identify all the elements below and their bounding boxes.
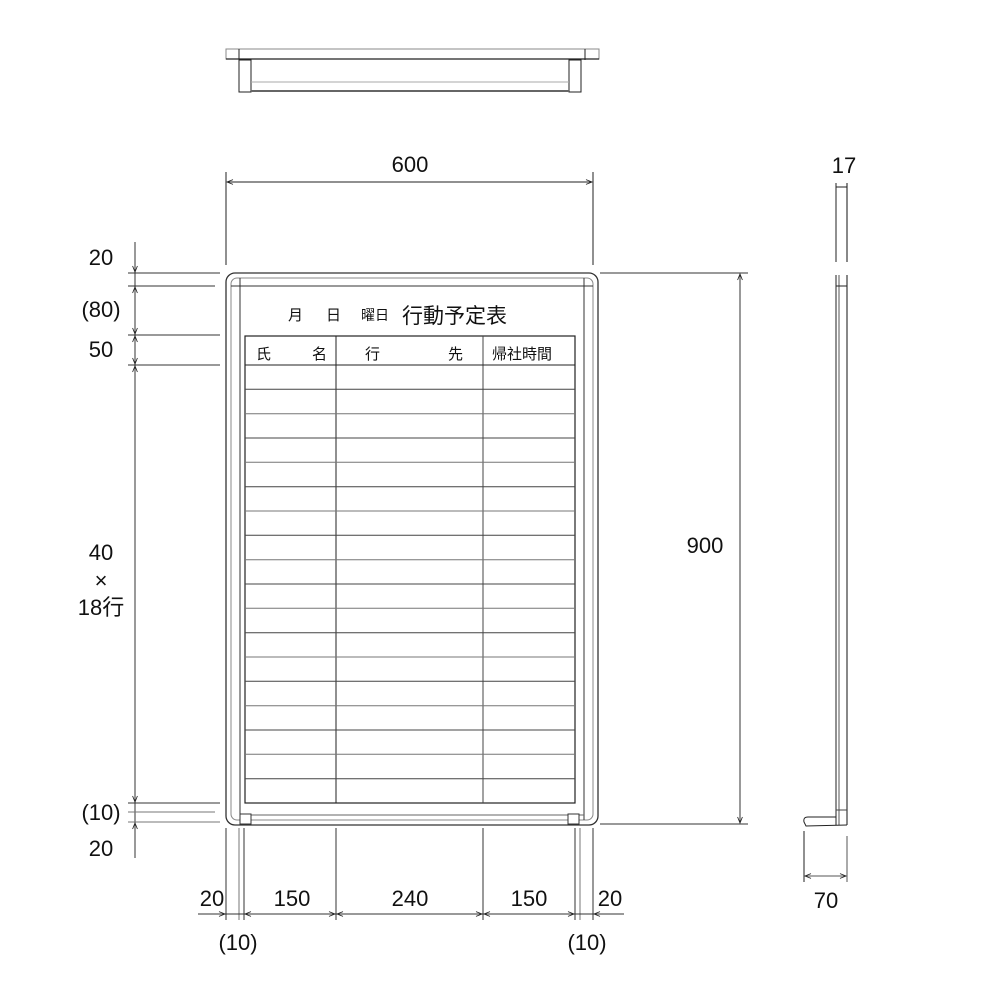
dim-left-2: (80): [81, 297, 121, 322]
col-name-a: 氏: [256, 345, 272, 363]
dim-width-label: 600: [391, 152, 429, 177]
dim-left-4b: ×: [94, 568, 108, 593]
table-rows: [245, 388, 575, 780]
dim-side-top-label: 17: [831, 153, 857, 178]
title-day: 日: [326, 306, 342, 324]
dim-bottom: [198, 828, 624, 920]
dim-height: [600, 272, 748, 825]
dim-width: [225, 172, 594, 265]
dim-bottom-left-inner: (10): [218, 930, 258, 955]
col-return-time: 帰社時間: [492, 345, 553, 363]
dim-left: [128, 242, 220, 858]
col-dest-b: 先: [448, 345, 464, 363]
dim-left-6: 20: [88, 836, 114, 861]
dim-side-bottom-label: 70: [813, 888, 839, 913]
top-view: [225, 48, 600, 93]
dim-bottom-right-margin: 20: [597, 886, 623, 911]
dim-bottom-left-margin: 20: [199, 886, 225, 911]
dim-bottom-col1: 150: [273, 886, 311, 911]
title-weekday: 曜日: [361, 308, 389, 324]
col-dest-a: 行: [365, 345, 381, 363]
dim-bottom-col2: 240: [391, 886, 429, 911]
board-title: 行動予定表: [402, 304, 507, 328]
dim-left-4a: 40: [88, 540, 114, 565]
dim-left-5: (10): [81, 800, 121, 825]
dim-left-4c: 18行: [77, 595, 125, 620]
dim-bottom-col3: 150: [510, 886, 548, 911]
side-view: [803, 183, 848, 882]
dim-bottom-right-inner: (10): [567, 930, 607, 955]
dim-left-1: 20: [88, 245, 114, 270]
dim-height-label: 900: [686, 533, 724, 558]
title-month: 月: [288, 306, 304, 324]
col-name-b: 名: [312, 345, 328, 363]
dim-left-3: 50: [88, 337, 114, 362]
